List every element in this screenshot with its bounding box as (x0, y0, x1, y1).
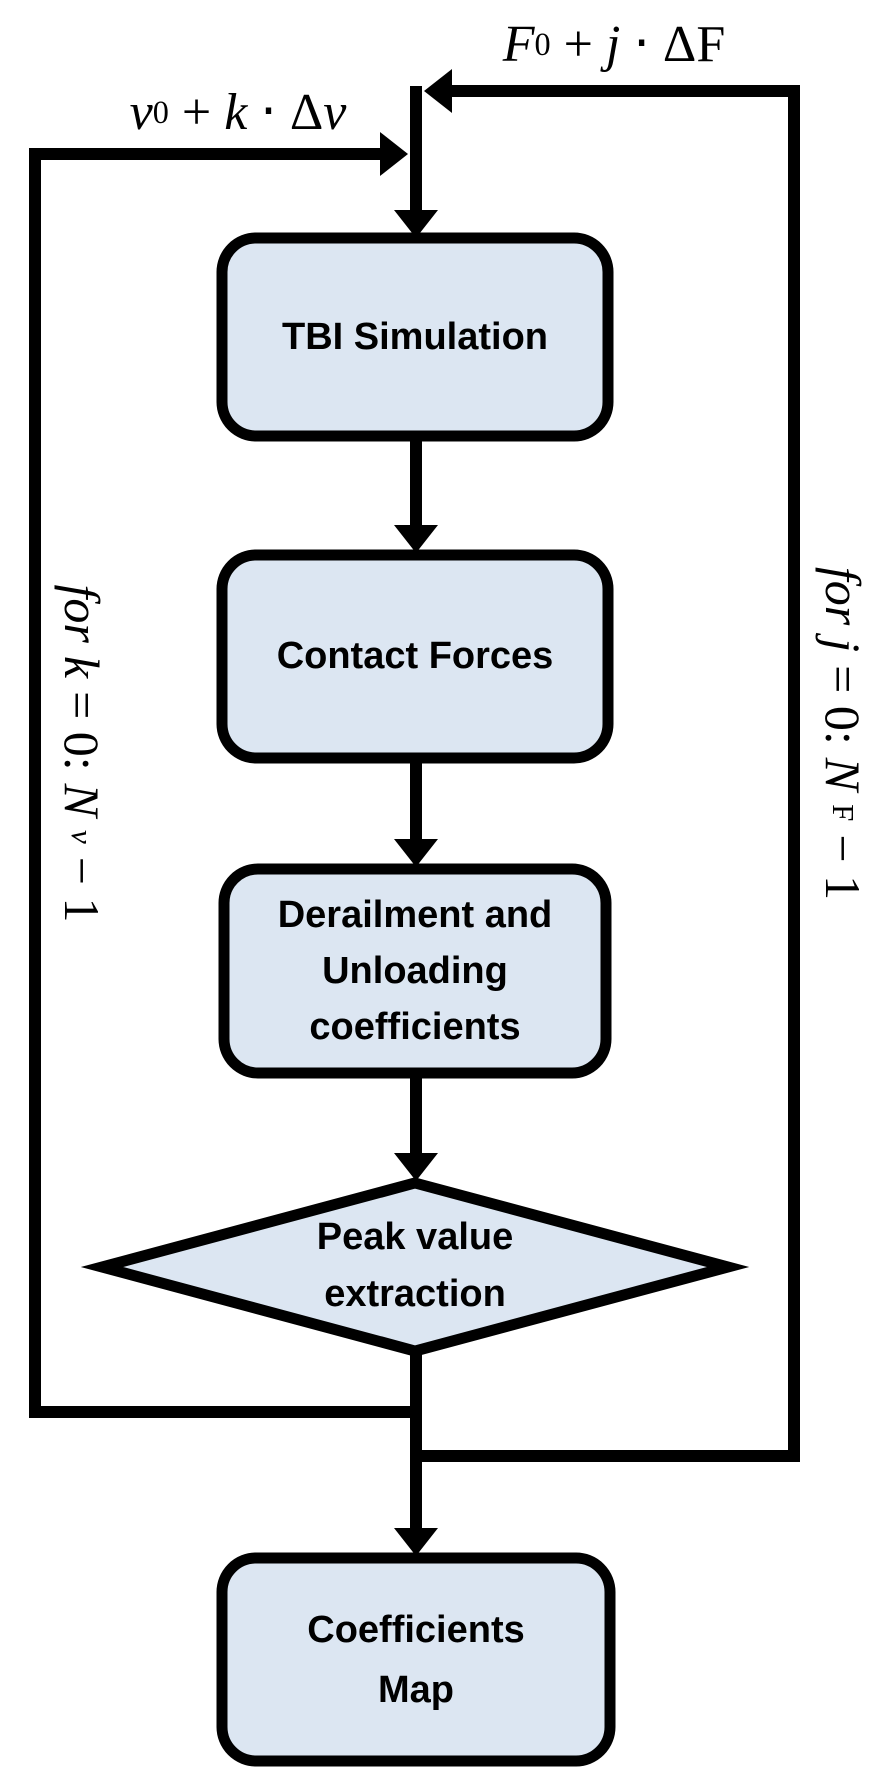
label-line: coefficients (309, 1006, 521, 1048)
math-symbol: N (54, 783, 110, 818)
math-keyword: for (815, 566, 871, 626)
math-symbol: j (815, 638, 871, 653)
math-operator: = 0: (54, 691, 110, 771)
math-symbol: Δ (662, 15, 697, 73)
label-line: Unloading (322, 950, 508, 992)
node-peak-value-decision-label: Peak value extraction (270, 1198, 560, 1334)
math-symbol: v (323, 83, 347, 141)
math-operator: ⋅ (260, 84, 277, 141)
math-operator: = 0: (815, 665, 871, 745)
math-symbol: N (815, 757, 871, 792)
node-coefficients-map-label: Coefficients Map (232, 1568, 600, 1751)
label-line: TBI Simulation (282, 315, 548, 358)
node-tbi-simulation-label: TBI Simulation (232, 248, 598, 426)
math-symbol: F (502, 15, 535, 73)
math-operator: + (563, 15, 593, 73)
label-line: extraction (324, 1273, 506, 1315)
math-symbol: v (129, 83, 153, 141)
label-line: Coefficients (307, 1608, 525, 1651)
math-operator: + (181, 83, 212, 141)
node-contact-forces-shape (216, 549, 614, 764)
label-line: Map (378, 1668, 454, 1711)
node-peak-value-decision-shape (80, 1177, 750, 1357)
math-keyword: for (54, 584, 110, 643)
math-symbol: k (224, 83, 248, 141)
math-symbol: Δ (289, 83, 324, 141)
loop-force-return-path (416, 69, 800, 1462)
label-line: Contact Forces (276, 635, 554, 677)
math-operator: − 1 (815, 834, 871, 901)
loop-speed-return-path (29, 132, 416, 1418)
label-line: Peak value (316, 1216, 514, 1258)
math-symbol: k (54, 655, 110, 679)
math-operator: ⋅ (633, 16, 650, 73)
node-coefficients-map-shape (216, 1552, 616, 1767)
node-derailment-coefficients-shape (218, 863, 612, 1079)
label-line: Derailment and (277, 894, 553, 936)
node-derailment-coefficients-label: Derailment and Unloading coefficients (234, 879, 596, 1063)
math-operator: − 1 (54, 856, 110, 923)
math-symbol: j (605, 15, 621, 73)
node-tbi-simulation-shape (216, 232, 614, 442)
node-contact-forces-label: Contact Forces (232, 565, 598, 748)
math-symbol: F (696, 15, 726, 73)
